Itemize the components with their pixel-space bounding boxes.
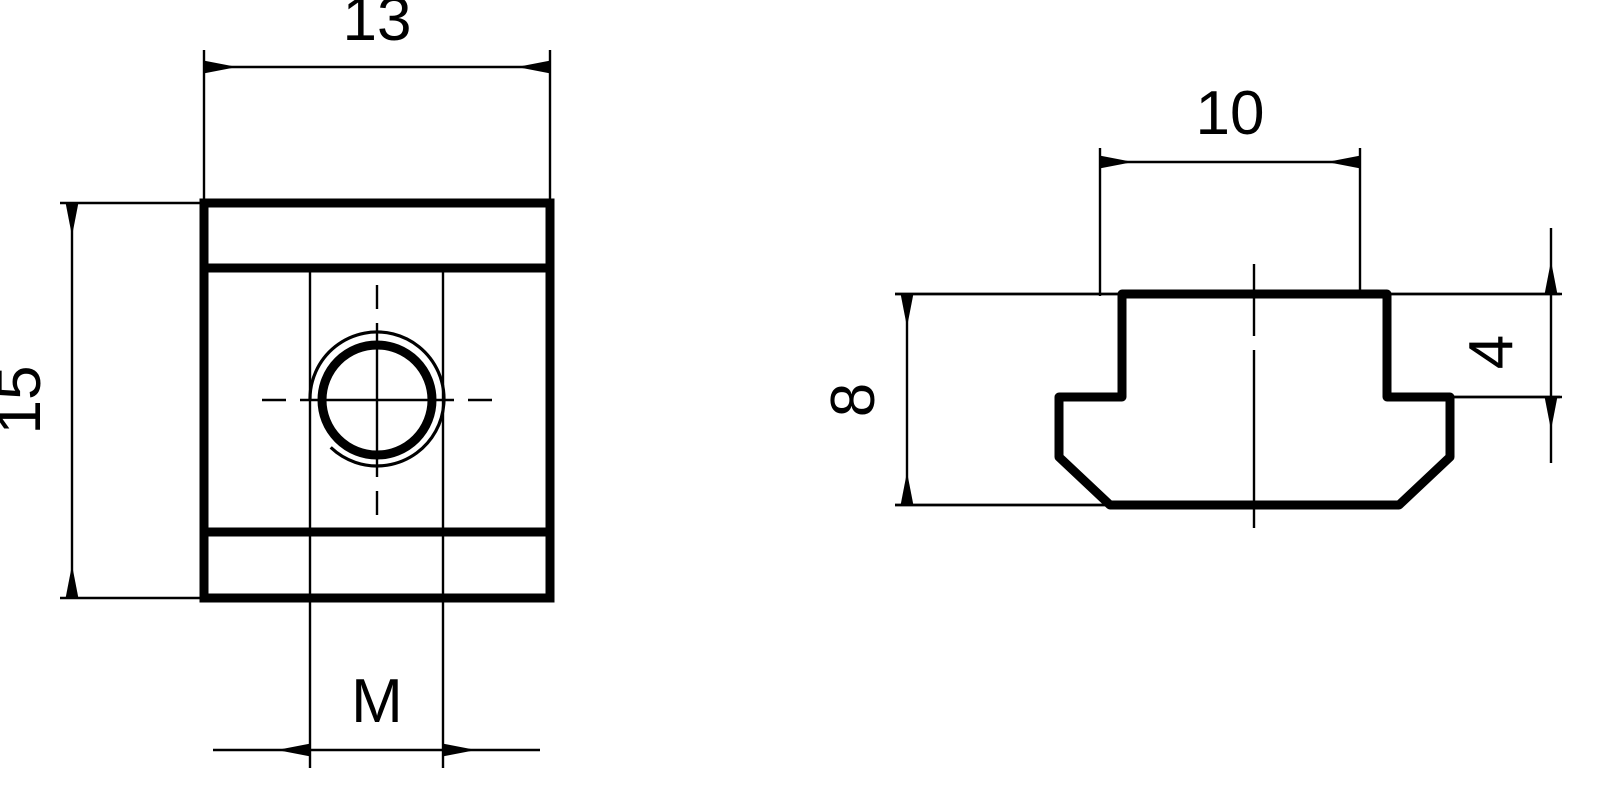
front-view-outline — [199, 198, 555, 603]
dimension-height-4: 4 — [1389, 228, 1562, 463]
dimension-height-15: 15 — [0, 201, 206, 600]
dimension-width-10: 10 — [1098, 79, 1362, 296]
front-view — [199, 198, 555, 603]
dimension-height-8: 8 — [819, 292, 1124, 507]
dim4-label: 4 — [1457, 335, 1526, 369]
dimension-width-13: 13 — [202, 0, 552, 205]
side-view-t-profile — [1054, 289, 1455, 510]
thread-major-arc — [308, 330, 446, 468]
dim8-label: 8 — [819, 383, 888, 417]
dimension-thread-M: M — [213, 598, 540, 768]
dim13-label: 13 — [343, 0, 412, 54]
dimM-label: M — [351, 667, 403, 736]
dim15-label: 15 — [0, 366, 54, 435]
dim10-label: 10 — [1196, 79, 1265, 148]
